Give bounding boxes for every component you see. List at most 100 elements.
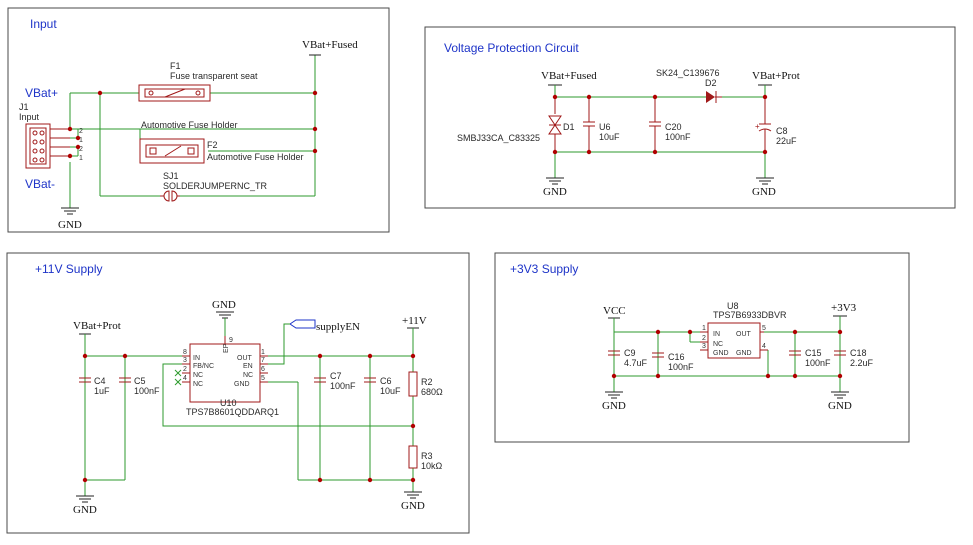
protection-section: Voltage Protection Circuit VBat+Fused VB… <box>424 26 956 209</box>
c16-value: 100nF <box>668 362 694 372</box>
u10-pin-num: 2 <box>183 366 187 373</box>
capacitor-c5[interactable] <box>119 377 131 383</box>
j1-value: Input <box>19 112 40 122</box>
u8-ref: U8 <box>727 301 739 311</box>
connector-j1[interactable] <box>25 123 70 169</box>
c20-value: 100nF <box>665 132 691 142</box>
capacitor-c6[interactable] <box>364 377 376 383</box>
net-label-vcc: VCC <box>603 305 626 317</box>
gnd-symbol <box>546 177 774 185</box>
net-label-11v: +11V <box>402 315 427 327</box>
schottky-diode-d2[interactable] <box>706 91 722 103</box>
regulator-u10[interactable] <box>182 336 268 403</box>
gnd-label: GND <box>752 186 776 198</box>
r2-value: 680Ω <box>421 387 443 397</box>
net-label-vbat-prot: VBat+Prot <box>752 70 800 82</box>
capacitor-c4[interactable] <box>79 377 91 383</box>
j1-pin-label: 2 <box>79 128 83 135</box>
capacitor-c9[interactable] <box>608 350 620 356</box>
u10-pin-ep: EP <box>223 343 230 353</box>
capacitor-u6[interactable] <box>583 97 595 152</box>
u8-pin-num: 3 <box>702 343 706 350</box>
c18-ref: C18 <box>850 348 867 358</box>
supply-11v-section: +11V Supply VBat+Prot C4 1uF C5 100nF <box>6 252 470 534</box>
supply-en-flag <box>289 319 316 329</box>
u8-pin-gnd: GND <box>713 350 729 357</box>
u10-pin-in: IN <box>193 355 200 362</box>
sj1-value: SOLDERJUMPERNC_TR <box>163 181 268 191</box>
c6-ref: C6 <box>380 376 392 386</box>
c20-ref: C20 <box>665 122 682 132</box>
u8-pin-out: OUT <box>736 331 752 338</box>
net-label-3v3: +3V3 <box>831 302 857 314</box>
u6-ref: U6 <box>599 122 611 132</box>
j1-pin-label: 1 <box>79 155 83 162</box>
vbat-minus-label: VBat- <box>25 177 55 191</box>
u8-pin-in: IN <box>713 331 720 338</box>
d2-ref: D2 <box>705 78 717 88</box>
capacitor-c16[interactable] <box>652 352 664 358</box>
fuse-holder-f2[interactable] <box>139 138 205 164</box>
j1-pin-label: 2 <box>79 146 83 153</box>
regulator-u8[interactable] <box>700 322 768 359</box>
resistor-r2[interactable] <box>408 371 418 397</box>
gnd-label: GND <box>828 400 852 412</box>
u10-value: TPS7B8601QDDARQ1 <box>186 407 279 417</box>
capacitor-c20[interactable] <box>649 97 661 152</box>
c8-value: 22uF <box>776 136 797 146</box>
supply-3v3-title: +3V3 Supply <box>510 262 578 276</box>
fuse-f1[interactable] <box>138 84 211 102</box>
capacitor-c8[interactable]: + <box>755 97 772 152</box>
u10-ref: U10 <box>220 398 237 408</box>
c8-ref: C8 <box>776 126 788 136</box>
input-title: Input <box>30 17 57 31</box>
u10-pin-num: 6 <box>261 366 265 373</box>
gnd-symbol <box>61 207 79 215</box>
capacitor-c15[interactable] <box>789 350 801 356</box>
r3-value: 10kΩ <box>421 461 443 471</box>
u10-pin-num: 5 <box>261 375 265 382</box>
gnd-label: GND <box>58 219 82 231</box>
u10-pin-num: 1 <box>261 349 265 356</box>
d2-value: SK24_C139676 <box>656 68 720 78</box>
f2-title: Automotive Fuse Holder <box>141 120 238 130</box>
c6-value: 10uF <box>380 386 401 396</box>
f1-ref: F1 <box>170 61 181 71</box>
c9-ref: C9 <box>624 348 636 358</box>
r2-ref: R2 <box>421 377 433 387</box>
supply-11v-frame <box>6 252 470 534</box>
c4-ref: C4 <box>94 376 106 386</box>
r3-ref: R3 <box>421 451 433 461</box>
u10-pin-nc: NC <box>243 372 253 379</box>
c5-ref: C5 <box>134 376 146 386</box>
c18-value: 2.2uF <box>850 358 874 368</box>
f1-value: Fuse transparent seat <box>170 71 258 81</box>
capacitor-c7[interactable] <box>314 377 326 383</box>
supply-3v3-section: +3V3 Supply VCC +3V3 IN NC GND OUT GND 1 <box>494 252 910 443</box>
u6-value: 10uF <box>599 132 620 142</box>
c9-value: 4.7uF <box>624 358 648 368</box>
capacitor-c18[interactable] <box>834 350 846 356</box>
d1-ref: D1 <box>563 122 575 132</box>
c4-value: 1uF <box>94 386 110 396</box>
u10-pin-num: 9 <box>229 337 233 344</box>
u8-pin-num: 5 <box>762 325 766 332</box>
supply-11v-title: +11V Supply <box>35 262 103 276</box>
input-section: Input VBat+Fused <box>7 7 390 233</box>
f2-value: Automotive Fuse Holder <box>207 152 304 162</box>
solder-jumper-sj1[interactable] <box>160 190 180 202</box>
c15-ref: C15 <box>805 348 822 358</box>
u10-pin-num: 7 <box>261 357 265 364</box>
u8-pin-num: 2 <box>702 335 706 342</box>
u8-value: TPS7B6933DBVR <box>713 310 787 320</box>
tvs-diode-d1[interactable] <box>548 97 562 152</box>
j1-ref: J1 <box>19 102 29 112</box>
d1-value: SMBJ33CA_C83325 <box>457 133 540 143</box>
net-label-vbat-fused: VBat+Fused <box>541 70 597 82</box>
c5-value: 100nF <box>134 386 160 396</box>
u10-pin-gnd: GND <box>234 381 250 388</box>
gnd-label: GND <box>602 400 626 412</box>
resistor-r3[interactable] <box>408 445 418 469</box>
gnd-label: GND <box>401 500 425 512</box>
supply-en-label: supplyEN <box>316 321 360 333</box>
